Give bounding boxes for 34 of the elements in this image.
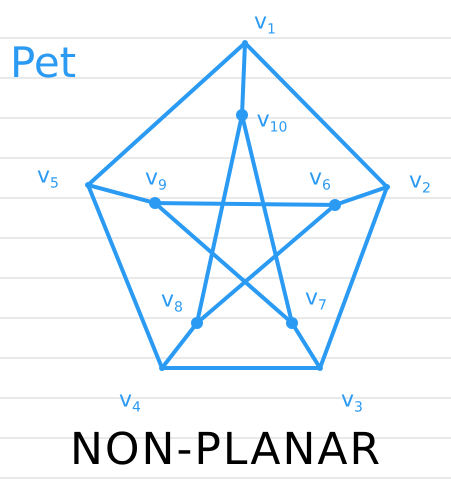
graph-edge bbox=[159, 201, 331, 207]
vertex-dot bbox=[236, 109, 248, 121]
vertex-label: v$_{3}$ bbox=[341, 389, 363, 415]
graph-edge bbox=[88, 184, 152, 204]
graph-edge bbox=[200, 206, 332, 322]
graph-edge bbox=[319, 188, 388, 368]
vertex-label: v$_{5}$ bbox=[37, 165, 59, 191]
vertex-label: v$_{1}$ bbox=[254, 11, 276, 37]
vertex-label: v$_{7}$ bbox=[305, 287, 327, 313]
graph-edge bbox=[162, 326, 196, 368]
vertex-label: v$_{8}$ bbox=[161, 289, 183, 315]
graph-edge bbox=[196, 118, 243, 320]
vertex-label: v$_{10}$ bbox=[256, 109, 288, 135]
graph-edge bbox=[163, 366, 319, 370]
graph-edge bbox=[240, 44, 247, 111]
title: Pet bbox=[10, 42, 76, 84]
graph-edge bbox=[241, 118, 293, 320]
vertex-point bbox=[85, 182, 91, 188]
graph-edge bbox=[293, 326, 320, 368]
graph-edge bbox=[245, 43, 387, 187]
vertex-label: v$_{6}$ bbox=[309, 167, 331, 193]
vertex-dot bbox=[149, 197, 161, 209]
graph-edge bbox=[338, 186, 386, 206]
vertex-label: v$_{2}$ bbox=[409, 170, 431, 196]
graph-edge bbox=[88, 43, 245, 185]
vertex-label: v$_{4}$ bbox=[119, 389, 141, 415]
graph-edge bbox=[87, 186, 163, 368]
vertex-dot bbox=[191, 317, 203, 329]
vertex-label: v$_{9}$ bbox=[145, 167, 167, 193]
vertex-dot bbox=[286, 317, 298, 329]
vertex-point bbox=[242, 40, 248, 46]
caption: NON-PLANAR bbox=[70, 428, 382, 472]
graph-edge bbox=[158, 204, 290, 322]
vertex-dot bbox=[329, 199, 341, 211]
